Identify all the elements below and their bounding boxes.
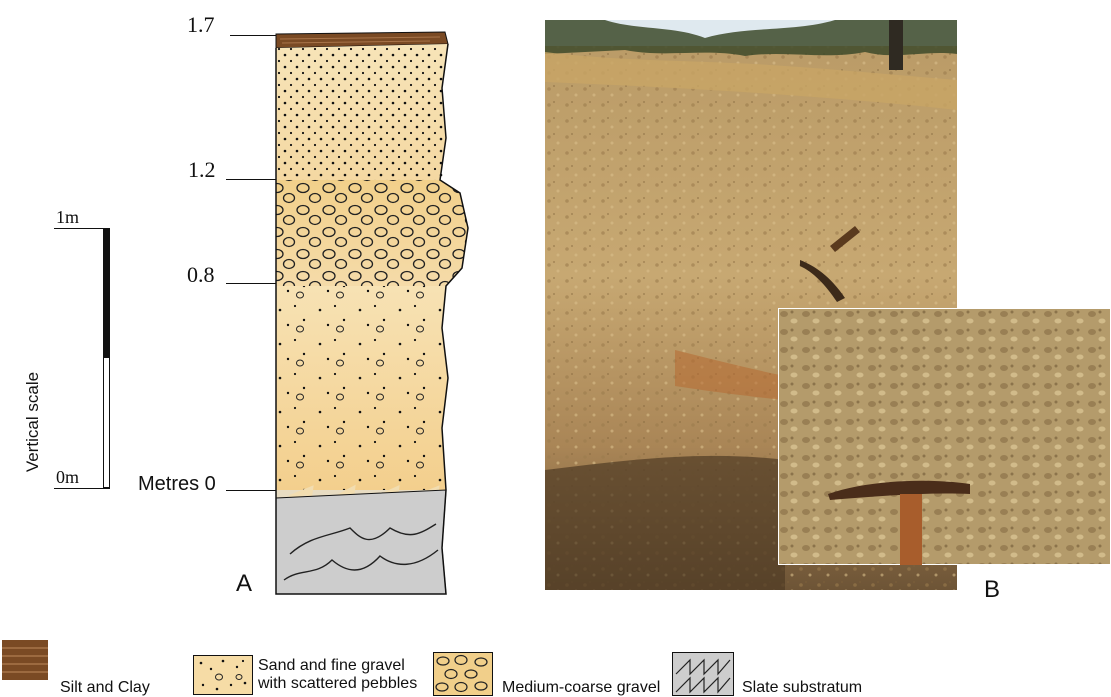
- legend-label-gravel: Medium-coarse gravel: [502, 680, 660, 696]
- depth-label-1-7: 1.7: [187, 12, 215, 38]
- legend-label-sand-line2: with scattered pebbles: [258, 676, 417, 692]
- depth-label-0: Metres 0: [138, 473, 216, 496]
- legend-swatch-silt-clay: [2, 640, 48, 680]
- scale-top-tick: [54, 228, 110, 229]
- legend-swatch-gravel: [433, 652, 493, 696]
- legend-swatch-sand: [193, 655, 253, 695]
- legend-label-sand-line1: Sand and fine gravel: [258, 658, 405, 674]
- legend: Silt and Clay Sand and fine gravel with …: [0, 640, 1111, 697]
- depth-tick-1-2: [226, 179, 276, 180]
- legend-label-silt-clay: Silt and Clay: [60, 680, 150, 696]
- depth-label-0-8: 0.8: [187, 262, 215, 288]
- scale-bottom-tick: [54, 488, 110, 489]
- panel-label-a: A: [236, 570, 252, 598]
- scale-top-label: 1m: [56, 207, 79, 228]
- depth-tick-0-8: [226, 283, 276, 284]
- vertical-scale-title: Vertical scale: [23, 367, 43, 477]
- scale-bar-black-segment: [104, 229, 109, 358]
- depth-label-1-2: 1.2: [188, 157, 216, 183]
- depth-tick-0: [226, 490, 276, 491]
- legend-swatch-slate: [672, 652, 734, 696]
- legend-label-slate: Slate substratum: [742, 680, 862, 696]
- field-photo-inset: [778, 308, 1111, 565]
- scale-bar: [103, 228, 110, 488]
- slate-layer: [276, 490, 446, 594]
- scale-bottom-label: 0m: [56, 467, 79, 488]
- panel-label-b: B: [984, 576, 1000, 604]
- stratigraphic-column: [270, 28, 480, 600]
